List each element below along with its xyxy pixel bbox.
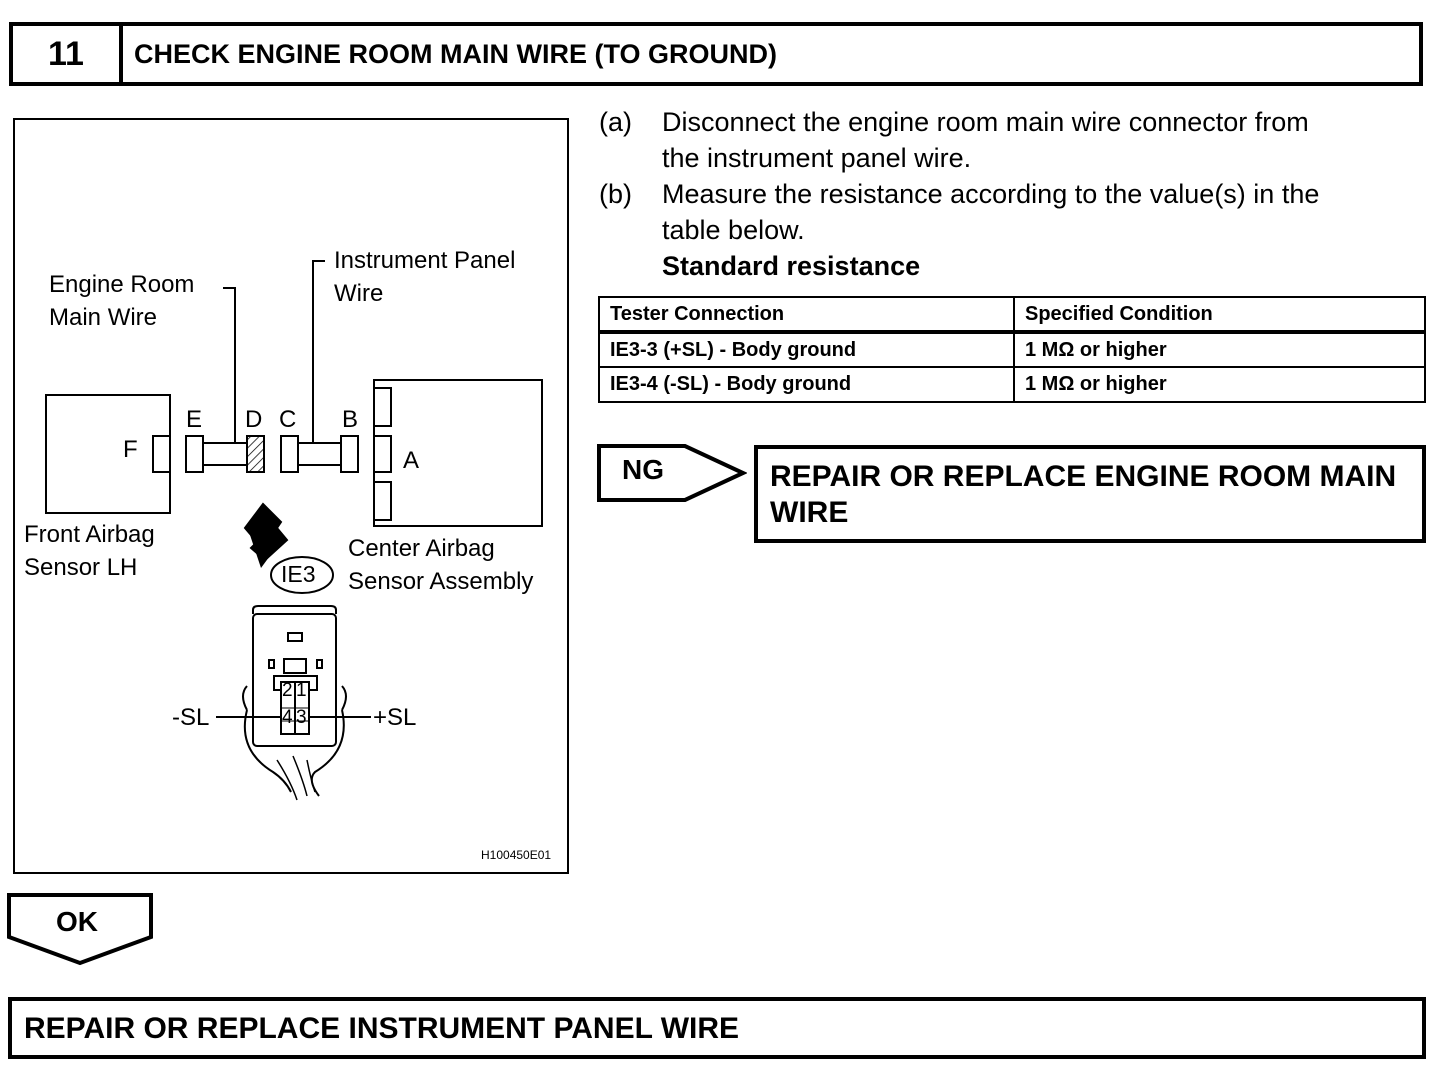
center-airbag-sensor-box: [373, 379, 543, 527]
connector-letter-c: C: [279, 406, 297, 433]
pin-1: 1: [296, 680, 307, 701]
connector-letter-d: D: [245, 406, 263, 433]
table-row: IE3-3 (+SL) - Body ground 1 MΩ or higher: [598, 331, 1426, 368]
label-plus-sl: +SL: [373, 704, 417, 731]
pin-2: 2: [282, 680, 293, 701]
resistance-table: Tester Connection Specified Condition IE…: [598, 296, 1426, 403]
step-title: CHECK ENGINE ROOM MAIN WIRE (TO GROUND): [134, 38, 777, 69]
table-cell: IE3-3 (+SL) - Body ground: [598, 331, 1015, 368]
connector-letter-b: B: [342, 406, 359, 433]
label-front-airbag-sensor: Front Airbag Sensor LH: [24, 521, 155, 581]
ng-arrow-tag: [597, 444, 747, 502]
connector-id-label: IE3: [281, 561, 316, 587]
connector-d: [246, 435, 265, 473]
instruction-b-label: (b): [599, 179, 632, 209]
connector-id-oval: [270, 556, 334, 594]
instruction-a-text: Disconnect the engine room main wire con…: [662, 107, 1309, 173]
step-header: 11 CHECK ENGINE ROOM MAIN WIRE (TO GROUN…: [9, 22, 1423, 86]
connector-letter-f: F: [123, 436, 138, 463]
pin-4: 4: [282, 707, 293, 728]
front-airbag-sensor-box: [45, 394, 171, 514]
pin-3: 3: [296, 707, 307, 728]
connector-c: [280, 435, 299, 473]
standard-resistance-heading: Standard resistance: [662, 251, 921, 281]
wiring-diagram: Engine Room Main Wire Instrument Panel W…: [13, 118, 569, 874]
step-number: 11: [13, 26, 123, 82]
ng-action-box: REPAIR OR REPLACE ENGINE ROOM MAIN WIRE: [754, 445, 1426, 543]
label-center-airbag-sensor: Center Airbag Sensor Assembly: [348, 535, 534, 595]
label-engine-room-main-wire: Engine Room Main Wire: [49, 271, 195, 331]
label-instrument-panel-wire: Instrument Panel Wire: [334, 247, 516, 307]
table-header-cell: Tester Connection: [598, 296, 1015, 334]
ok-arrow-tag: [7, 893, 153, 966]
table-cell: IE3-4 (-SL) - Body ground: [598, 366, 1015, 403]
table-cell: 1 MΩ or higher: [1013, 366, 1426, 403]
connector-letter-e: E: [186, 406, 203, 433]
ok-tag-label: OK: [56, 906, 98, 937]
ng-tag-label: NG: [622, 454, 664, 485]
ok-action-box: REPAIR OR REPLACE INSTRUMENT PANEL WIRE: [8, 997, 1426, 1059]
connector-letter-a: A: [403, 447, 420, 474]
instruction-b-text: Measure the resistance according to the …: [662, 179, 1320, 245]
instruction-b: (b) Measure the resistance according to …: [599, 176, 1429, 248]
table-header-row: Tester Connection Specified Condition: [598, 296, 1426, 334]
instruction-a-label: (a): [599, 107, 632, 137]
diagram-drawing: [45, 260, 543, 801]
connector-f: [152, 435, 171, 473]
connector-e: [185, 435, 204, 473]
figure-id: H100450E01: [481, 848, 552, 862]
instruction-a: (a) Disconnect the engine room main wire…: [599, 104, 1429, 176]
table-cell: 1 MΩ or higher: [1013, 331, 1426, 368]
table-row: IE3-4 (-SL) - Body ground 1 MΩ or higher: [598, 366, 1426, 403]
connector-b: [340, 435, 359, 473]
label-minus-sl: -SL: [172, 704, 210, 731]
table-header-cell: Specified Condition: [1013, 296, 1426, 334]
